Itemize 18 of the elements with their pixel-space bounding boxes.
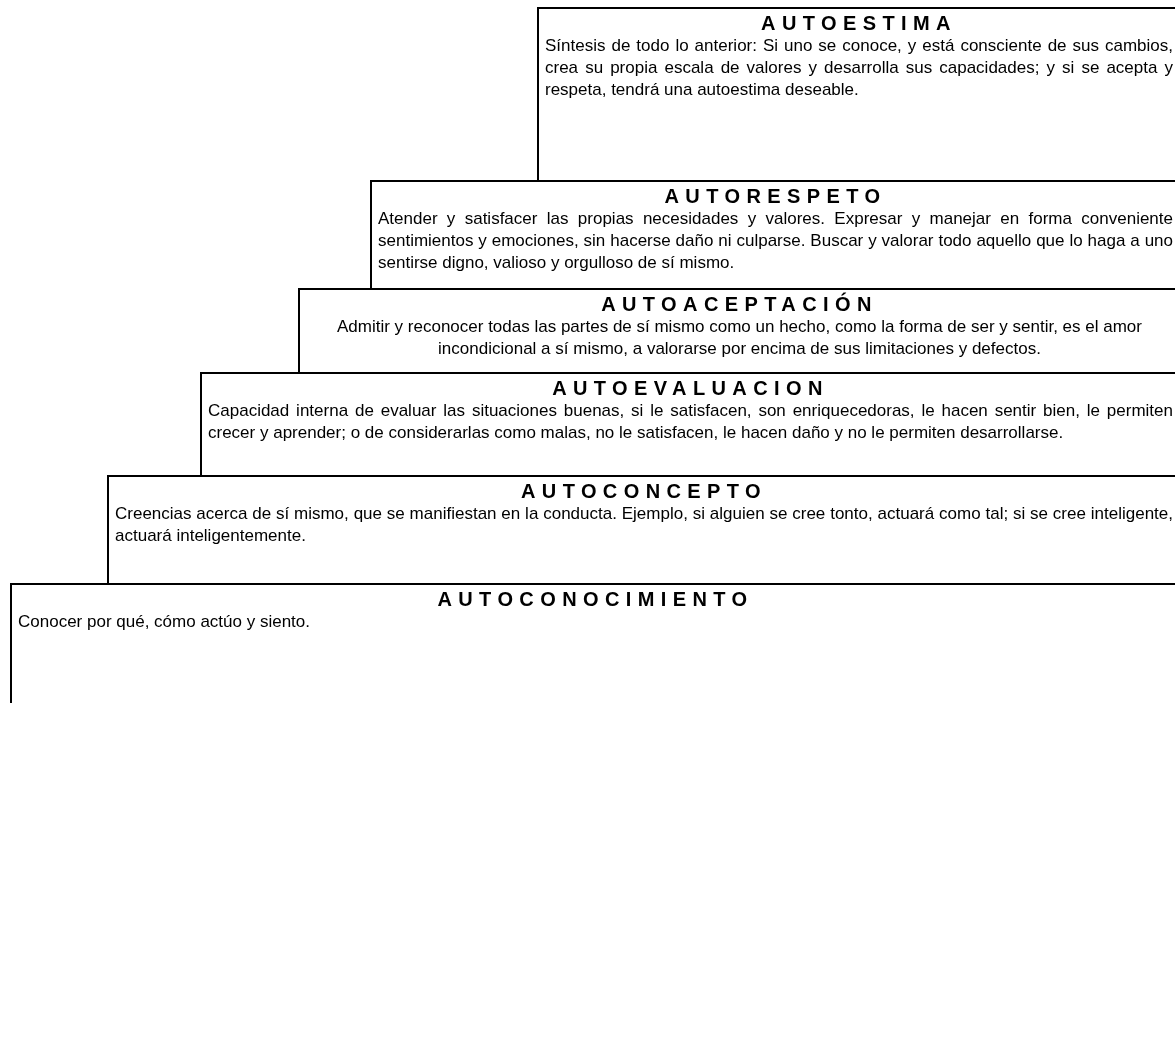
pyramid-step: [10, 583, 1175, 703]
pyramid-step: [200, 372, 1175, 475]
step-title: AUTOACEPTACIÓN: [600, 293, 879, 316]
pyramid-step: [537, 7, 1175, 180]
step-description: Creencias acerca de sí mismo, que se manifiestan en la conducta. Ejemplo, si alguien se cree tonto, actuará como tal; si se cree inteligente, actuará inteligentemente.: [115, 503, 1173, 547]
step-title: AUTOCONOCIMIENTO: [436, 588, 755, 611]
pyramid-step: [107, 475, 1175, 583]
step-description: Conocer por qué, cómo actúo y siento.: [18, 611, 311, 633]
step-title: AUTOESTIMA: [760, 12, 958, 35]
step-title: AUTORESPETO: [663, 185, 888, 208]
step-description: Admitir y reconocer todas las partes de sí mismo como un hecho, como la forma de ser y sentir, es el amor incondicional a sí mismo, a valorarse por encima de sus limitaciones y defectos.: [336, 316, 1143, 360]
pyramid-step: [298, 288, 1175, 372]
step-title: AUTOEVALUACION: [551, 377, 830, 400]
step-description: Capacidad interna de evaluar las situaciones buenas, si le satisfacen, son enriquecedoras, le hacen sentir bien, le permiten crecer y aprender; o de considerarlas como malas, no le satisfacen, le hacen daño y no le permiten desarrollarse.: [208, 400, 1173, 444]
pyramid-step: [370, 180, 1175, 288]
step-title: AUTOCONCEPTO: [519, 480, 769, 503]
step-description: Atender y satisfacer las propias necesidades y valores. Expresar y manejar en forma conveniente sentimientos y emociones, sin hacerse daño ni culparse. Buscar y valorar todo aquello que lo haga a uno sentirse digno, valioso y orgulloso de sí mismo.: [378, 208, 1173, 274]
step-description: Síntesis de todo lo anterior: Si uno se conoce, y está consciente de sus cambios, crea su propia escala de valores y desarrolla sus capacidades; y si se acepta y respeta, tendrá una autoestima deseable.: [545, 35, 1173, 101]
